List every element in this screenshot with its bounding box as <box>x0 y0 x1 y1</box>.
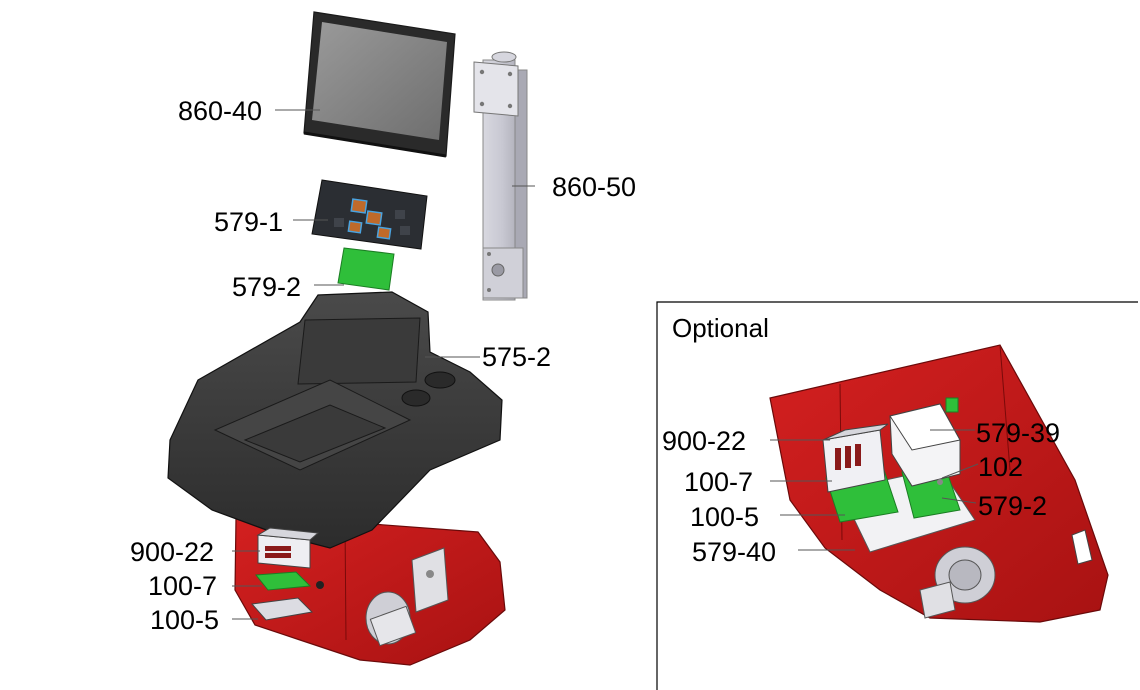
callout-board-b: 100-5 <box>150 605 219 635</box>
callout-console: 575-2 <box>482 342 551 372</box>
callout-board-a: 100-7 <box>148 571 217 601</box>
board-b-part <box>251 597 314 621</box>
inset-callout-plate: 579-40 <box>692 537 776 567</box>
callout-psu: 900-22 <box>130 537 214 567</box>
pole-part <box>473 51 528 301</box>
psu-part <box>256 527 320 569</box>
keypad-board-part <box>337 247 395 291</box>
callout-pole: 860-50 <box>552 172 636 202</box>
inset-callout-board-a: 100-7 <box>684 467 753 497</box>
inset-callout-box: 579-39 <box>976 418 1060 448</box>
monitor-part <box>303 11 456 158</box>
inset-title: Optional <box>672 313 769 343</box>
optional-inset: Optional <box>656 301 1138 690</box>
console-part <box>167 291 503 549</box>
callout-monitor: 860-40 <box>178 96 262 126</box>
inset-callout-keypad-board: 579-2 <box>978 491 1047 521</box>
callout-keypad-board: 579-2 <box>232 272 301 302</box>
inset-callout-board-b: 100-5 <box>690 502 759 532</box>
keypad-part <box>311 179 428 250</box>
main-leaders <box>232 109 535 620</box>
callout-keypad: 579-1 <box>214 207 283 237</box>
inset-callout-psu: 900-22 <box>662 426 746 456</box>
board-a-part <box>255 571 312 591</box>
inset-leaders <box>770 429 979 551</box>
inset-callout-part-102: 102 <box>978 452 1023 482</box>
